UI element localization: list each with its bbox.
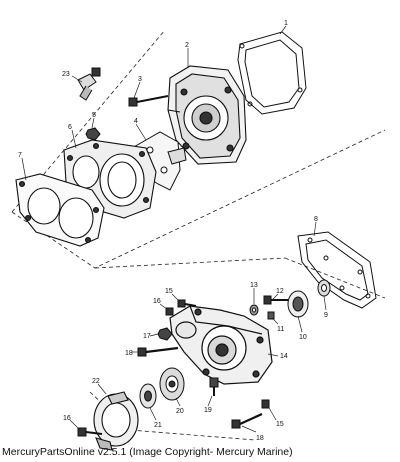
- callout-7: 7: [18, 152, 22, 159]
- callout-10: 10: [299, 334, 307, 341]
- plug-19[interactable]: [209, 377, 219, 396]
- nut-5[interactable]: [85, 127, 101, 141]
- callout-12: 12: [276, 288, 284, 295]
- gasket-8[interactable]: [297, 231, 377, 309]
- callout-labels: 1 2 3 4 5 6 7 8 9 10 11 12 13 14 15 15 1…: [18, 20, 328, 442]
- bolt-16-lower[interactable]: [77, 427, 103, 437]
- copyright-footer: MercuryPartsOnline v2.5.1 (Image Copyrig…: [2, 446, 293, 458]
- plate-21[interactable]: [139, 383, 157, 409]
- bolt-18-left[interactable]: [137, 346, 179, 357]
- pump-cover-2[interactable]: [167, 65, 247, 165]
- callout-19: 19: [204, 407, 212, 414]
- callout-9: 9: [324, 312, 328, 319]
- callout-1: 1: [284, 20, 288, 27]
- callout-22: 22: [92, 378, 100, 385]
- callout-11: 11: [277, 326, 284, 333]
- callout-21: 21: [154, 422, 162, 429]
- callout-3: 3: [138, 76, 142, 83]
- gasket-1[interactable]: [237, 31, 307, 115]
- bolt-18-right[interactable]: [231, 412, 263, 429]
- bolt-3[interactable]: [128, 95, 169, 107]
- callout-16-lower: 16: [63, 415, 71, 422]
- washer-13[interactable]: [249, 304, 259, 316]
- callout-15-lower: 15: [276, 421, 284, 428]
- callout-18-left: 18: [125, 350, 133, 357]
- callout-16-upper: 16: [153, 298, 161, 305]
- callout-18-right: 18: [256, 435, 264, 442]
- callout-4: 4: [134, 118, 138, 125]
- callout-13: 13: [250, 282, 258, 289]
- pump-body-14[interactable]: [169, 305, 273, 385]
- callout-2: 2: [185, 42, 189, 49]
- bearing-10[interactable]: [287, 290, 309, 318]
- callout-20: 20: [176, 408, 184, 415]
- bolt-15-lower[interactable]: [261, 399, 270, 409]
- bolt-16-upper[interactable]: [165, 307, 174, 316]
- nut-17[interactable]: [157, 327, 173, 341]
- callout-6: 6: [68, 124, 72, 131]
- seal-9[interactable]: [317, 279, 331, 297]
- impeller-20[interactable]: [159, 367, 185, 401]
- dashed-assembly-lines: [11, 29, 386, 441]
- callout-15-upper: 15: [165, 288, 173, 295]
- callout-17: 17: [143, 333, 151, 340]
- housing-22[interactable]: [93, 391, 139, 451]
- plate-4[interactable]: [131, 131, 187, 191]
- callout-23: 23: [62, 71, 70, 78]
- callout-14: 14: [280, 353, 288, 360]
- bolt-15-upper[interactable]: [177, 299, 197, 308]
- callout-8: 8: [314, 216, 318, 223]
- gasket-7[interactable]: [15, 173, 105, 247]
- elbow-fitting-23[interactable]: [77, 67, 101, 101]
- stud-12[interactable]: [263, 295, 288, 305]
- plug-11[interactable]: [267, 311, 275, 320]
- leader-lines: [21, 25, 327, 433]
- callout-5: 5: [92, 112, 96, 119]
